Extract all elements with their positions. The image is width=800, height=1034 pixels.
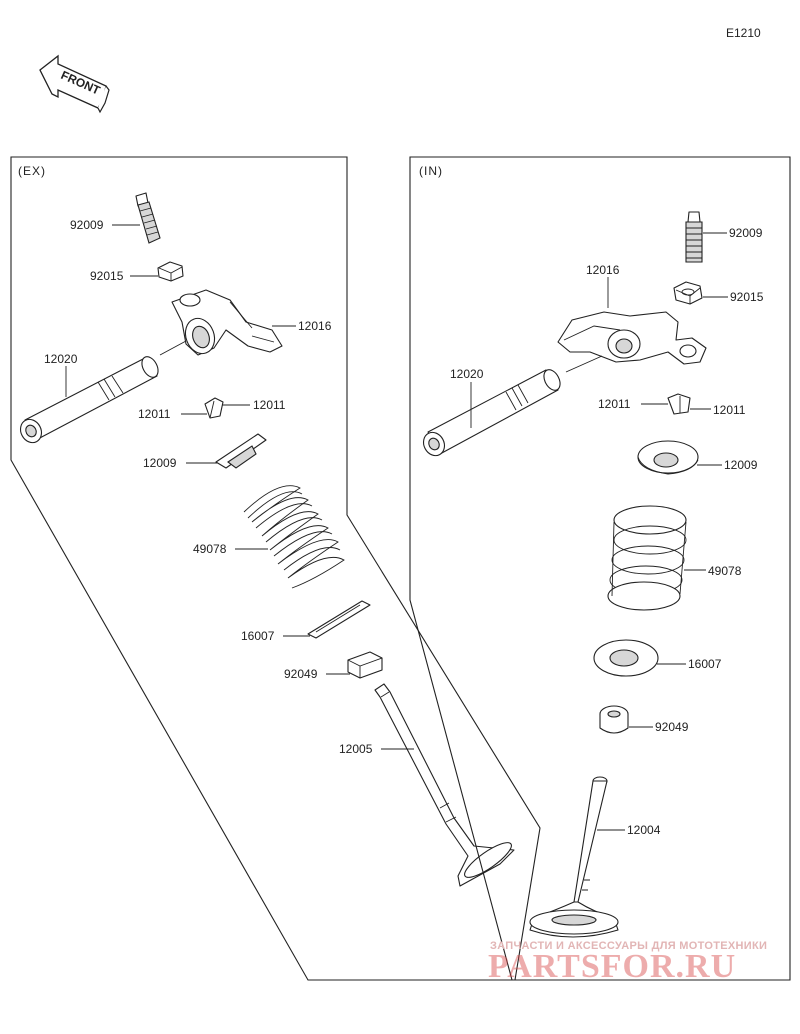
ex-valve-spring [243, 485, 345, 589]
ex-exhaust-valve [374, 683, 515, 887]
ex-part-label: 12011 [253, 398, 286, 412]
ex-part-label: 16007 [241, 629, 275, 643]
in-part-label: 12004 [627, 823, 661, 837]
ex-part-label: 12009 [143, 456, 177, 470]
ex-part-label: 92015 [90, 269, 124, 283]
ex-part-label: 12020 [44, 352, 78, 366]
ex-rocker-arm [171, 289, 283, 356]
ex-spring-retainer [215, 433, 267, 469]
in-part-label: 92009 [729, 226, 763, 240]
in-adjuster-screw [685, 211, 703, 263]
ex-part-label: 92049 [284, 667, 318, 681]
diagram-code: E1210 [726, 26, 761, 40]
in-section: (IN) 92009 12016 92015 [409, 156, 791, 981]
ex-frame [10, 156, 541, 981]
ex-part-label: 12016 [298, 319, 332, 333]
in-intake-valve [529, 776, 619, 938]
ex-valve-keeper [204, 397, 224, 419]
in-valve-keeper [667, 393, 691, 415]
ex-section: (EX) 92009 92015 12016 [10, 156, 541, 981]
in-part-label: 16007 [688, 657, 722, 671]
in-lock-nut [673, 281, 703, 305]
front-arrow-icon: FRONT [39, 54, 110, 114]
in-frame [409, 156, 791, 981]
watermark-site: PARTSFOR.RU [488, 948, 737, 985]
ex-section-title: (EX) [18, 164, 46, 178]
ex-part-label: 12011 [138, 407, 171, 421]
in-part-label: 12020 [450, 367, 484, 381]
in-spring-retainer [637, 440, 699, 475]
ex-lock-nut [157, 261, 184, 282]
in-section-title: (IN) [419, 164, 443, 178]
in-rocker-shaft [422, 369, 561, 457]
ex-valve-oil-seal [347, 651, 383, 679]
ex-part-label: 12005 [339, 742, 373, 756]
in-part-label: 12009 [724, 458, 758, 472]
ex-spring-seat [307, 600, 371, 639]
in-part-label: 92015 [730, 290, 764, 304]
watermark-tagline: ЗАПЧАСТИ И АКСЕССУАРЫ ДЛЯ МОТОТЕХНИКИ [490, 940, 768, 952]
ex-adjuster-screw [135, 192, 161, 244]
in-part-label: 12011 [713, 403, 746, 417]
in-spring-seat [593, 639, 659, 677]
in-rocker-arm [557, 311, 707, 365]
ex-part-label: 92009 [70, 218, 104, 232]
ex-part-label: 49078 [193, 542, 227, 556]
in-part-label: 12016 [586, 263, 620, 277]
in-part-label: 92049 [655, 720, 689, 734]
in-valve-spring [607, 505, 687, 611]
ex-rocker-shaft [19, 356, 159, 444]
in-part-label: 49078 [708, 564, 742, 578]
in-part-label: 12011 [598, 397, 631, 411]
in-valve-oil-seal [599, 705, 629, 734]
